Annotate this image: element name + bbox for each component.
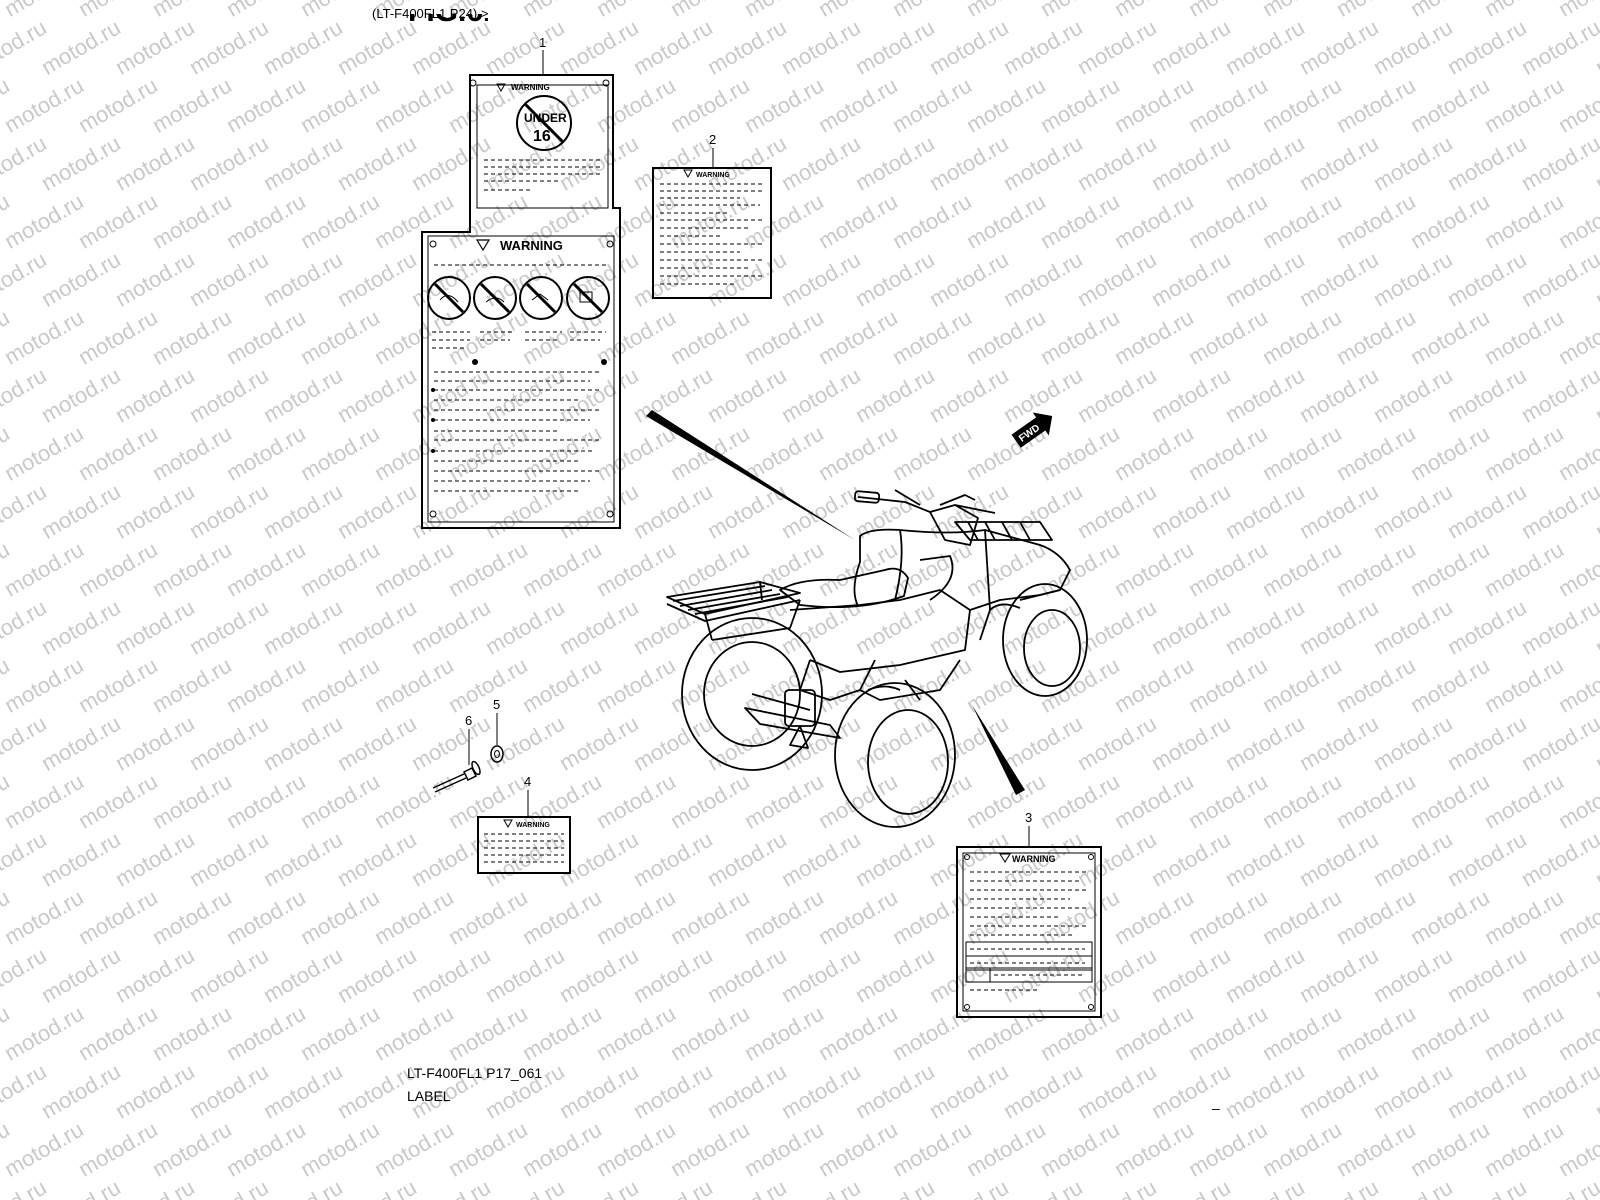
callout-6: 6	[465, 713, 472, 728]
label-4-warning: WARNING	[516, 822, 550, 829]
atv-illustration	[666, 489, 1088, 828]
label-3[interactable]: WARNING	[956, 846, 1102, 1018]
fwd-arrow: FWD	[1011, 412, 1053, 448]
diagram-code: LT-F400FL1 P17_061	[407, 1065, 543, 1081]
callout-5: 5	[493, 697, 500, 712]
washer-5[interactable]	[490, 745, 504, 763]
rivet-6[interactable]	[432, 760, 482, 793]
label-1-main-warning: WARNING	[500, 238, 563, 253]
diagram-title: LABEL	[407, 1088, 451, 1104]
footer-mark: –	[1212, 1100, 1220, 1116]
under-text: UNDER	[524, 111, 567, 125]
pointer-wedge-1	[646, 410, 855, 540]
label-1[interactable]: WARNING UNDER 16 WARNING	[421, 74, 621, 529]
label-2[interactable]: WARNING	[652, 167, 772, 299]
label-1-top-warning: WARNING	[511, 83, 550, 92]
reference-link[interactable]: (LT-F400FL1 P24) >	[372, 6, 489, 21]
callout-2: 2	[709, 132, 716, 147]
pointer-wedge-3	[972, 705, 1025, 795]
callout-4: 4	[524, 774, 531, 789]
label-3-warning: WARNING	[1012, 854, 1056, 864]
age-text: 16	[533, 128, 551, 145]
label-4[interactable]: WARNING	[477, 816, 571, 874]
callout-3: 3	[1025, 810, 1032, 825]
label-2-warning: WARNING	[696, 172, 730, 179]
figure-number-stub: FIG.61	[408, 14, 488, 36]
callout-1: 1	[539, 35, 546, 50]
